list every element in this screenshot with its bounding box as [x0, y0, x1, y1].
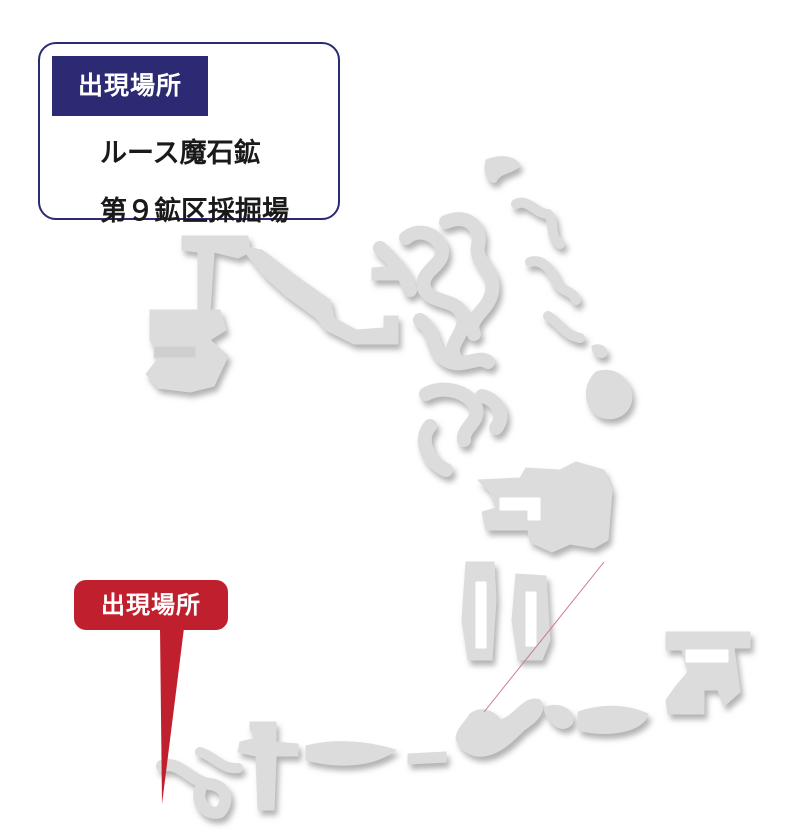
location-sublocation: 第９鉱区採掘場: [100, 196, 289, 227]
cave-area-lower-center: [455, 698, 544, 757]
cave-area-corridors: [461, 561, 551, 661]
cave-area-middle: [417, 382, 508, 477]
cave-area-top-right: [484, 156, 633, 420]
location-info-tag: 出現場所: [52, 56, 208, 116]
route-line: [483, 561, 605, 713]
cave-area-lower-right: [543, 631, 751, 734]
location-name: ルース魔石鉱: [100, 138, 261, 169]
cave-area-center: [373, 212, 500, 371]
location-pin-label[interactable]: 出現場所: [74, 580, 228, 630]
location-info-box: 出現場所 ルース魔石鉱 第９鉱区採掘場: [38, 42, 340, 227]
cave-area-lower-left: [156, 721, 447, 819]
location-pin-pointer: [160, 628, 184, 804]
cave-area-left: [145, 235, 399, 393]
cave-area-right-room: [477, 461, 613, 553]
